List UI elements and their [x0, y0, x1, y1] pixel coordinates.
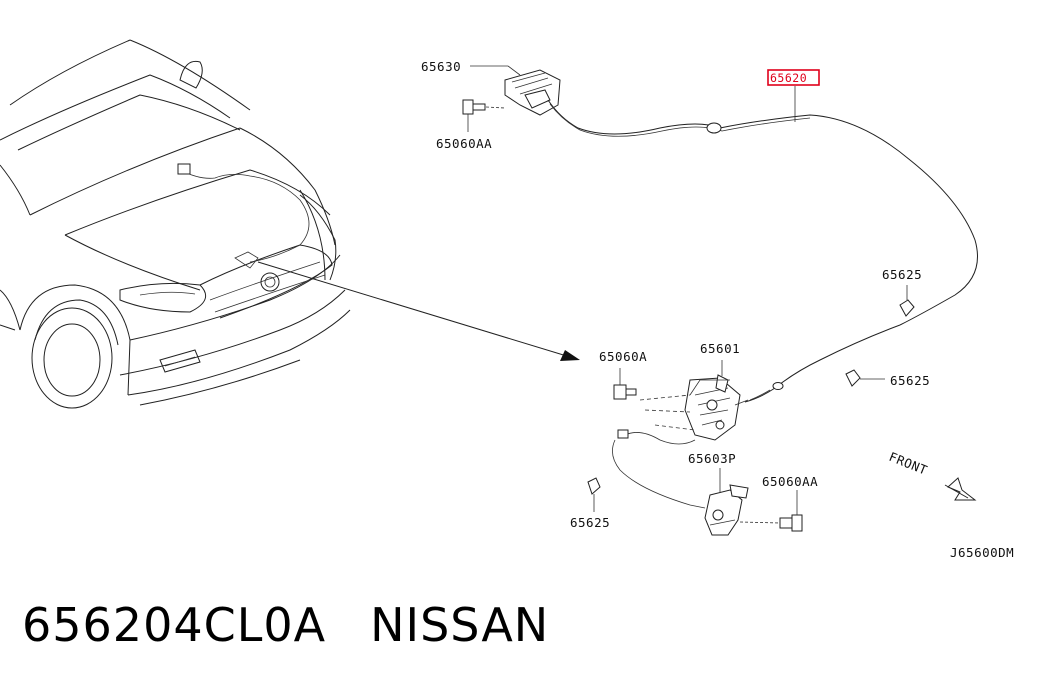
label-65601[interactable]: 65601	[700, 341, 740, 356]
label-front: FRONT	[887, 449, 930, 478]
label-65625-left[interactable]: 65625	[570, 515, 610, 530]
label-65630[interactable]: 65630	[421, 59, 461, 74]
hood-lock-assembly	[612, 360, 749, 509]
part-caption: 656204CL0A NISSAN	[22, 598, 549, 652]
hood-release-cable	[547, 86, 978, 403]
clip-icon	[845, 369, 885, 387]
label-65060AA-top[interactable]: 65060AA	[436, 136, 492, 151]
label-65060AA-bottom[interactable]: 65060AA	[762, 474, 818, 489]
bolt-icon	[462, 99, 506, 132]
label-65620[interactable]: 65620	[770, 71, 807, 85]
clip-icon	[899, 285, 915, 317]
label-65603P[interactable]: 65603P	[688, 451, 736, 466]
label-65625-right-upper[interactable]: 65625	[882, 267, 922, 282]
vehicle-illustration	[0, 39, 580, 409]
highlight-box	[767, 69, 820, 86]
secondary-catch	[704, 468, 781, 536]
bolt-icon	[779, 490, 803, 532]
label-65625-right-lower[interactable]: 65625	[890, 373, 930, 388]
brand-name: NISSAN	[370, 598, 550, 652]
bolt-icon	[613, 368, 637, 400]
diagram-code: J65600DM	[950, 545, 1014, 560]
front-arrow-icon	[944, 477, 977, 501]
part-number: 656204CL0A	[22, 598, 327, 652]
clip-icon	[587, 477, 601, 512]
label-65060A[interactable]: 65060A	[599, 349, 647, 364]
hood-release-lever	[470, 65, 561, 116]
